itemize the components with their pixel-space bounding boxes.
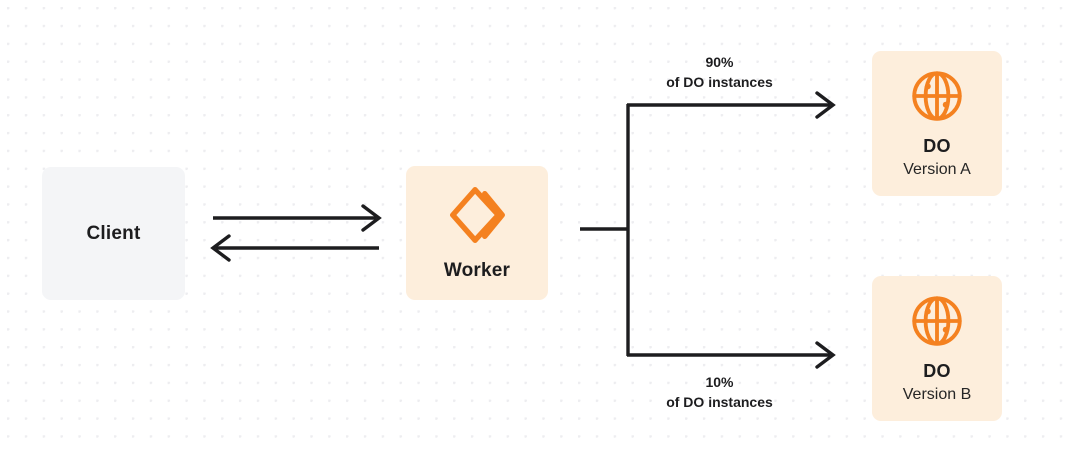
edge-worker-split [580, 104, 630, 356]
node-worker[interactable]: Worker [406, 166, 548, 300]
edge-worker-to-do-a [627, 91, 836, 119]
node-do-b-label: DO [923, 361, 951, 382]
node-do-version-a[interactable]: DO Version A [872, 51, 1002, 196]
node-do-a-label: DO [923, 136, 951, 157]
node-do-a-sublabel: Version A [903, 160, 971, 178]
cloudflare-workers-icon [446, 184, 508, 246]
node-client-label: Client [86, 222, 141, 244]
edge-label-do-a-percent: 90% [705, 54, 734, 70]
globe-icon [909, 68, 965, 124]
edge-label-do-b-percent: 10% [705, 374, 734, 390]
node-do-version-b[interactable]: DO Version B [872, 276, 1002, 421]
edge-worker-to-do-b [627, 341, 836, 369]
node-client[interactable]: Client [42, 167, 185, 300]
edge-label-do-a: 90% of DO instances [617, 52, 822, 93]
edge-client-to-worker [213, 204, 382, 232]
edge-label-do-a-caption: of DO instances [666, 74, 773, 91]
node-do-b-sublabel: Version B [902, 385, 972, 403]
node-worker-label: Worker [443, 260, 511, 282]
edge-label-do-b: 10% of DO instances [617, 372, 822, 413]
globe-icon [909, 293, 965, 349]
edge-worker-to-client [210, 234, 379, 262]
edge-label-do-b-caption: of DO instances [666, 394, 773, 411]
